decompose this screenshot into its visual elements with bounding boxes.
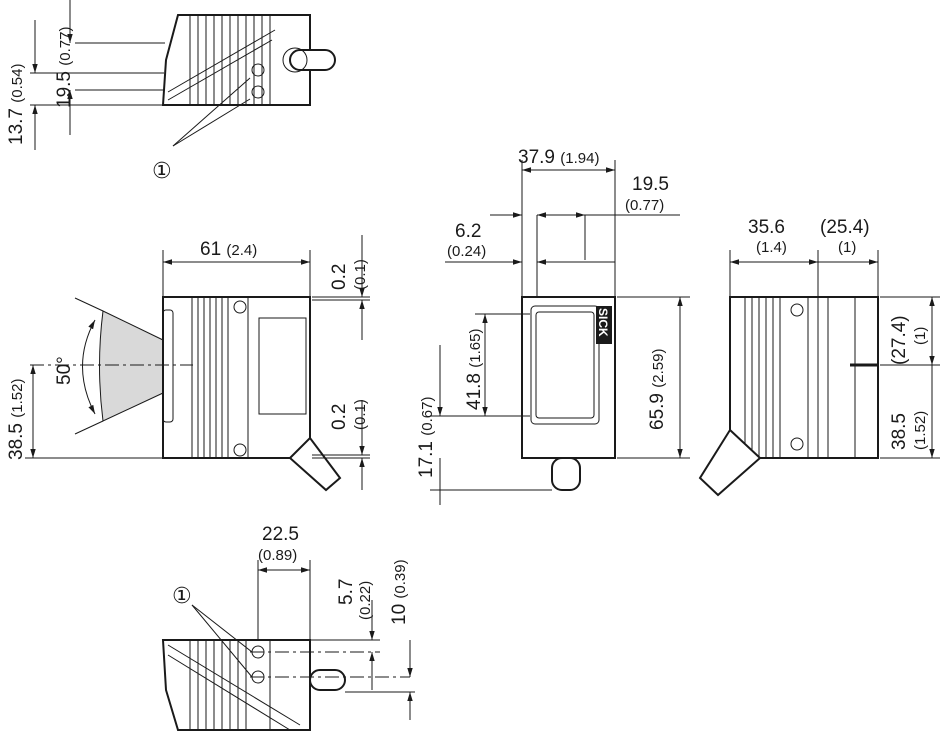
svg-text:5.7: 5.7: [336, 579, 357, 605]
side-view-body: [162, 296, 311, 459]
display-window: [258, 317, 307, 415]
dim-38-5: 38.5 (1.52): [6, 379, 27, 460]
connector: [309, 669, 346, 691]
top-view-ribs: [189, 15, 271, 105]
dim-41-8: 41.8 (1.65): [464, 329, 485, 410]
svg-text:(1): (1): [912, 327, 929, 345]
front-window: [535, 311, 595, 419]
beam-angle-label: 50°: [54, 356, 75, 385]
back-view-body: [729, 296, 879, 459]
svg-text:6.2: 6.2: [455, 221, 481, 242]
beam-cone: [99, 310, 164, 422]
dim-61: 61 (2.4): [200, 239, 257, 260]
svg-text:35.6: 35.6: [748, 217, 785, 238]
dim-19-5: 19.5 (0.77): [54, 27, 75, 108]
svg-text:(25.4): (25.4): [820, 217, 870, 238]
top-view-diagonal: [167, 39, 273, 101]
bottom-view-body: [161, 639, 311, 731]
screw-icon: [251, 85, 265, 99]
svg-text:38.5: 38.5: [889, 413, 910, 450]
connector: [698, 428, 762, 497]
screw-icon: [790, 303, 804, 317]
svg-text:(1): (1): [838, 239, 856, 256]
svg-text:(0.1): (0.1): [352, 259, 369, 290]
svg-text:(0.77): (0.77): [625, 197, 664, 214]
svg-text:19.5: 19.5: [632, 174, 669, 195]
sick-logo: [596, 306, 612, 344]
dim-65-9: 65.9 (2.59): [647, 349, 668, 430]
connector: [288, 436, 342, 492]
svg-text:(27.4): (27.4): [889, 315, 910, 365]
side-view: 50° 61 (2.4) 0.2 (0.1) 0.2 (0.1) 38.5 (1…: [6, 235, 370, 492]
screw-icon: [251, 63, 265, 77]
front-view: SICK 37.9 (1.94) 19.5 (0.77) 6.2 (0.24) …: [416, 147, 690, 505]
connector: [289, 49, 336, 71]
dim-13-7: 13.7 (0.54): [6, 64, 27, 145]
bottom-view: 22.5 (0.89) 5.7 (0.22) 10 (0.39) ①: [161, 524, 415, 731]
callout-1: ①: [172, 584, 192, 609]
back-view: 35.6 (1.4) (25.4) (1) (27.4) (1) 38.5 (1…: [698, 217, 940, 497]
callout-1: ①: [152, 159, 172, 184]
dim-37-9: 37.9 (1.94): [518, 147, 599, 168]
connector: [551, 457, 581, 491]
svg-text:(0.1): (0.1): [352, 399, 369, 430]
svg-text:(0.24): (0.24): [447, 243, 486, 260]
svg-text:22.5: 22.5: [262, 524, 299, 545]
svg-text:0.2: 0.2: [329, 404, 350, 430]
svg-text:(0.22): (0.22): [357, 581, 374, 620]
svg-text:0.2: 0.2: [329, 264, 350, 290]
top-view: 13.7 (0.54) 19.5 (0.77) ①: [6, 0, 336, 184]
screw-icon: [233, 443, 247, 457]
screw-icon: [233, 300, 247, 314]
svg-text:(1.4): (1.4): [756, 239, 787, 256]
svg-text:(0.89): (0.89): [258, 547, 297, 564]
screw-icon: [790, 437, 804, 451]
dim-10: 10 (0.39): [389, 559, 410, 625]
dim-17-1: 17.1 (0.67): [416, 397, 437, 478]
sick-logo-text: SICK: [596, 308, 610, 337]
svg-text:(1.52): (1.52): [912, 411, 929, 450]
